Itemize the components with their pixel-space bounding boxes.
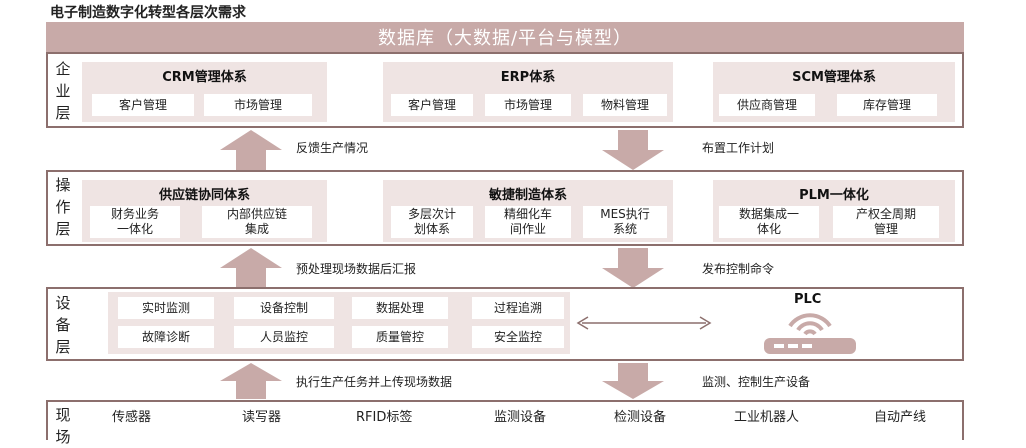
field-item-reader: 读写器 (242, 410, 282, 425)
flow-label-execute: 执行生产任务并上传现场数据 (296, 375, 453, 389)
scm-system-panel: SCM管理体系 供应商管理 库存管理 (713, 62, 955, 122)
agile-item-planning: 多层次计 划体系 (391, 206, 473, 238)
router-icon (764, 313, 856, 354)
flow-label-feedback: 反馈生产情况 (296, 141, 369, 155)
equip-item-safety: 安全监控 (472, 326, 564, 348)
erp-item-market: 市场管理 (485, 94, 571, 116)
database-bar: 数据库（大数据/平台与模型） (46, 22, 964, 52)
supply-chain-system-title: 供应链协同体系 (158, 188, 250, 203)
field-layer (46, 400, 964, 440)
plm-item-lifecycle: 产权全周期 管理 (833, 206, 939, 238)
equip-item-trace: 过程追溯 (472, 297, 564, 319)
crm-system-title: CRM管理体系 (162, 70, 247, 85)
field-item-sensor: 传感器 (112, 410, 152, 425)
up-arrow-icon (220, 363, 282, 399)
erp-system-title: ERP体系 (500, 70, 556, 85)
equipment-function-panel: 实时监测 设备控制 数据处理 过程追溯 故障诊断 人员监控 质量管控 安全监控 (108, 292, 570, 354)
erp-item-material: 物料管理 (583, 94, 667, 116)
supply-item-finance: 财务业务 一体化 (90, 206, 180, 238)
equip-item-quality: 质量管控 (352, 326, 448, 348)
agile-manufacturing-panel: 敏捷制造体系 多层次计 划体系 精细化车 间作业 MES执行 系统 (383, 180, 673, 242)
crm-system-panel: CRM管理体系 客户管理 市场管理 (82, 62, 327, 122)
scm-item-inventory: 库存管理 (837, 94, 937, 116)
erp-item-customer: 客户管理 (391, 94, 473, 116)
operation-layer-label: 操 作 层 (55, 176, 71, 238)
equip-item-control: 设备控制 (234, 297, 334, 319)
agile-item-workshop: 精细化车 间作业 (485, 206, 571, 238)
flow-label-command: 发布控制命令 (702, 262, 775, 276)
up-arrow-icon (220, 130, 282, 170)
field-item-robot: 工业机器人 (734, 410, 800, 425)
erp-system-panel: ERP体系 客户管理 市场管理 物料管理 (383, 62, 673, 122)
enterprise-layer-label: 企 业 层 (55, 60, 71, 122)
crm-item-customer: 客户管理 (92, 94, 194, 116)
field-item-monitor-device: 监测设备 (494, 410, 547, 425)
equip-item-diagnosis: 故障诊断 (118, 326, 214, 348)
plm-system-title: PLM一体化 (799, 188, 869, 203)
plm-system-panel: PLM一体化 数据集成一 体化 产权全周期 管理 (713, 180, 955, 242)
field-item-inspection-device: 检测设备 (614, 410, 667, 425)
plc-label: PLC (794, 292, 822, 307)
flow-label-plan: 布置工作计划 (702, 141, 775, 155)
flow-label-monitor: 监测、控制生产设备 (702, 375, 811, 389)
scm-item-supplier: 供应商管理 (719, 94, 815, 116)
down-arrow-icon (602, 130, 664, 170)
page-title: 电子制造数字化转型各层次需求 (50, 5, 246, 21)
agile-item-mes: MES执行 系统 (583, 206, 667, 238)
equip-item-realtime: 实时监测 (118, 297, 214, 319)
supply-chain-system-panel: 供应链协同体系 财务业务 一体化 内部供应链 集成 (82, 180, 327, 242)
crm-item-market: 市场管理 (204, 94, 312, 116)
up-arrow-icon (220, 248, 282, 288)
equip-item-personnel: 人员监控 (234, 326, 334, 348)
plm-item-data: 数据集成一 体化 (719, 206, 819, 238)
equipment-layer-label: 设 备 层 (55, 294, 71, 356)
double-arrow-icon (576, 316, 712, 330)
down-arrow-icon (602, 248, 664, 288)
down-arrow-icon (602, 363, 664, 399)
equip-item-processing: 数据处理 (352, 297, 448, 319)
scm-system-title: SCM管理体系 (792, 70, 876, 85)
agile-manufacturing-title: 敏捷制造体系 (488, 188, 567, 203)
field-item-rfid: RFID标签 (356, 410, 413, 425)
supply-item-internal: 内部供应链 集成 (202, 206, 312, 238)
flow-label-preprocess: 预处理现场数据后汇报 (296, 262, 417, 276)
field-layer-label: 现 场 (55, 406, 71, 446)
field-item-production-line: 自动产线 (874, 410, 927, 425)
